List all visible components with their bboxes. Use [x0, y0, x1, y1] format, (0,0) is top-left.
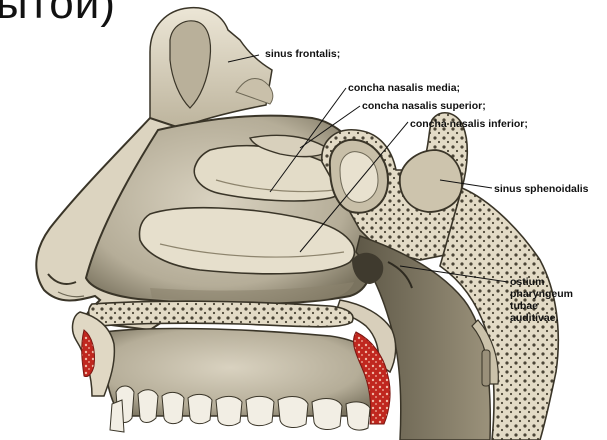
label-ostium-pharyngeum: ostium pharyngeum tubae auditivae.: [510, 276, 573, 324]
label-ostium-line-3: tubae: [510, 300, 573, 312]
label-concha-superior: concha nasalis superior;: [362, 100, 486, 112]
label-ostium-line-2: pharyngeum: [510, 288, 573, 300]
label-concha-media: concha nasalis media;: [348, 82, 460, 94]
truncated-heading: ытой): [0, 0, 116, 26]
frontal-bone: [150, 8, 272, 128]
label-sinus-frontalis: sinus frontalis;: [265, 48, 340, 60]
label-concha-inferior: concha nasalis inferior;: [410, 118, 528, 130]
label-ostium-line-1: ostium: [510, 276, 573, 288]
label-sinus-sphenoidalis: sinus sphenoidalis: [494, 183, 589, 195]
hard-palate: [89, 301, 353, 327]
label-ostium-line-4: auditivae.: [510, 312, 573, 324]
